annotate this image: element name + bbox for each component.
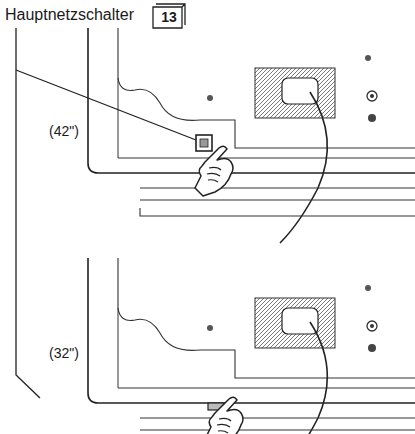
page-number: 13	[152, 9, 186, 25]
size-label: (42")	[48, 123, 80, 139]
page-reference-icon: 13	[152, 3, 186, 29]
size-label: (32")	[48, 345, 80, 361]
part-label: Hauptnetzschalter	[4, 6, 135, 24]
